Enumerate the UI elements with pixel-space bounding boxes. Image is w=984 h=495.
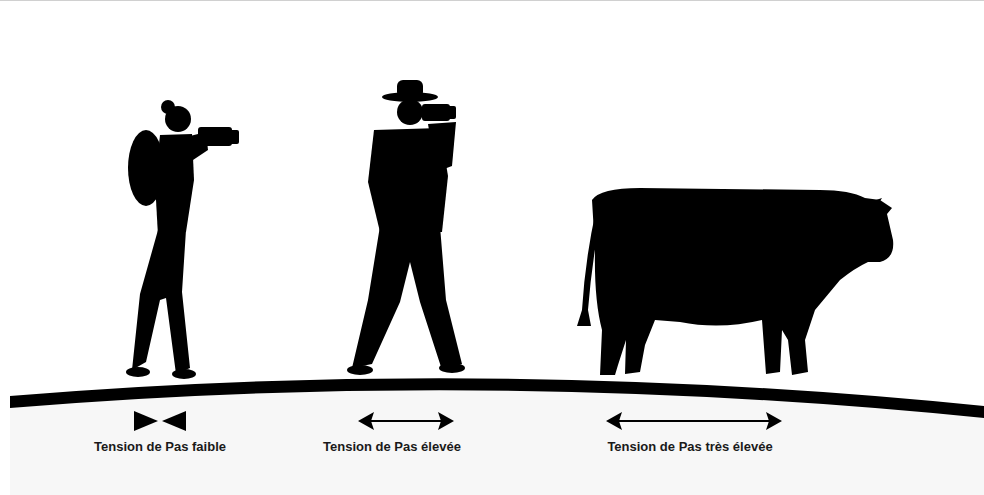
camera-lens	[228, 130, 239, 144]
bowtie-arrow	[134, 411, 158, 431]
double-arrow-line	[614, 420, 774, 422]
hat-crown	[397, 80, 423, 98]
legs	[352, 226, 462, 370]
head	[397, 99, 423, 125]
tension-label: Tension de Pas élevée	[323, 439, 461, 455]
ground-line	[10, 378, 984, 418]
camera-lens	[446, 106, 456, 119]
foot	[126, 367, 150, 377]
cow-tail	[577, 210, 601, 326]
arrow-head	[766, 412, 782, 430]
man-photographer	[347, 80, 465, 375]
camera	[422, 104, 450, 121]
arrow-head	[438, 412, 454, 430]
foot	[439, 363, 465, 373]
arm	[428, 122, 456, 172]
bowtie-arrow	[162, 411, 186, 431]
camera	[198, 127, 232, 146]
arrow-head	[358, 412, 374, 430]
ground-area	[10, 390, 984, 495]
cow	[577, 188, 893, 375]
cow-ear	[858, 198, 882, 214]
tension-label: Tension de Pas très élevée	[607, 439, 772, 455]
foot	[347, 365, 373, 375]
arrow-head	[606, 412, 622, 430]
cow-body	[592, 188, 893, 375]
top-border	[0, 0, 984, 1]
woman-photographer	[126, 100, 239, 379]
head	[165, 106, 191, 132]
foot	[172, 369, 196, 379]
double-arrow-line	[366, 420, 446, 422]
tension-arrows	[134, 411, 782, 431]
legs	[132, 230, 190, 374]
cow-udder	[630, 317, 650, 333]
tension-label: Tension de Pas faible	[94, 439, 226, 455]
